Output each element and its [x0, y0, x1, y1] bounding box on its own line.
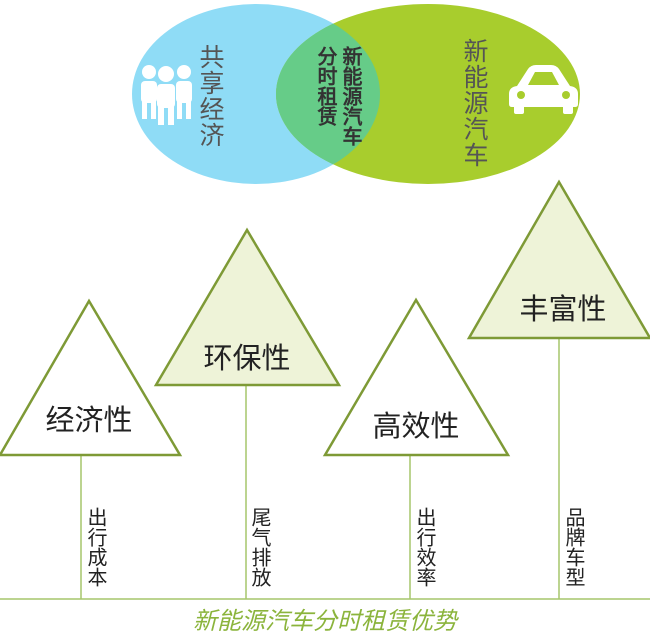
- triangle-efficiency: [322, 297, 511, 457]
- shared-economy-label: 共享经济: [196, 44, 225, 148]
- diagram-title: 新能源汽车分时租赁优势: [193, 607, 457, 635]
- triangle-economy: [0, 298, 183, 457]
- car-icon: [509, 65, 578, 114]
- new-energy-vehicle-label: 新能源汽车: [460, 38, 489, 168]
- caption-economy: 出行成本: [84, 507, 108, 587]
- venn-overlap: [276, 4, 380, 184]
- caption-eco: 尾气排放: [248, 507, 272, 587]
- triangle-title-efficiency: 高效性: [372, 409, 460, 443]
- people-icon: [141, 65, 192, 125]
- triangle-eco: [153, 227, 342, 387]
- caption-variety: 品牌车型: [562, 507, 586, 587]
- triangle-variety: [466, 179, 650, 340]
- venn-diagram: [132, 4, 580, 184]
- overlap-label-col1: 新能源汽车: [339, 46, 363, 146]
- overlap-label-col2: 分时租赁: [314, 46, 338, 126]
- triangle-title-variety: 丰富性: [519, 292, 607, 326]
- triangle-title-economy: 经济性: [45, 403, 133, 437]
- caption-efficiency: 出行效率: [413, 507, 437, 587]
- triangle-title-eco: 环保性: [203, 341, 291, 375]
